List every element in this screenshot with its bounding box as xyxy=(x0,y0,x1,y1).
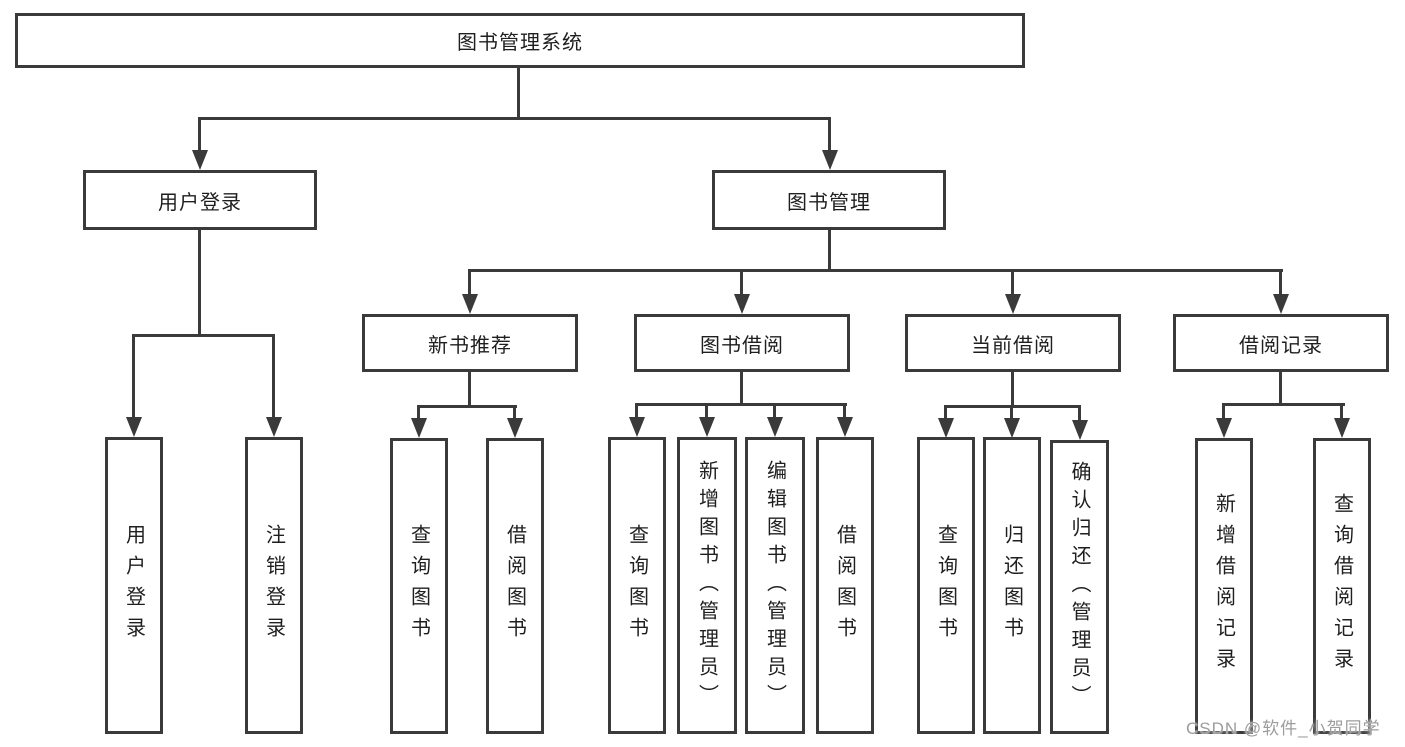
leaf-label: 注销登录 xyxy=(262,523,285,648)
connector-line xyxy=(198,117,831,120)
connector-line xyxy=(635,403,638,419)
arrow-down-icon xyxy=(767,417,783,437)
connector-line xyxy=(132,334,275,337)
leaf-user-login: 用户登录 xyxy=(105,437,163,734)
connector-line xyxy=(513,405,516,419)
leaf-label: 编辑图书（管理员） xyxy=(763,459,786,712)
leaf-label: 新增借阅记录 xyxy=(1212,493,1235,679)
leaf-label: 借阅图书 xyxy=(503,524,526,648)
connector-line xyxy=(1340,403,1343,419)
arrow-down-icon xyxy=(1216,418,1232,438)
leaf-label: 查询图书 xyxy=(625,523,648,648)
node-current-borrow: 当前借阅 xyxy=(905,314,1121,372)
leaf-label: 归还图书 xyxy=(1000,523,1023,648)
arrow-down-icon xyxy=(507,418,523,438)
connector-line xyxy=(843,403,846,419)
arrow-down-icon xyxy=(1005,294,1021,314)
leaf-label: 查询图书 xyxy=(407,524,430,648)
arrow-down-icon xyxy=(699,417,715,437)
leaf-label: 查询图书 xyxy=(934,523,957,648)
leaf-query-borrow-record: 查询借阅记录 xyxy=(1313,438,1371,734)
connector-line xyxy=(1078,405,1081,421)
leaf-logout: 注销登录 xyxy=(245,437,303,734)
arrow-down-icon xyxy=(192,150,208,170)
leaf-add-book-admin: 新增图书（管理员） xyxy=(677,437,737,734)
connector-line xyxy=(1010,405,1013,419)
node-book-borrow: 图书借阅 xyxy=(634,314,850,372)
connector-line xyxy=(272,334,275,419)
connector-line xyxy=(417,405,420,419)
connector-line xyxy=(132,334,135,419)
node-borrow-records: 借阅记录 xyxy=(1173,314,1389,372)
node-book-mgmt: 图书管理 xyxy=(712,170,946,230)
connector-line xyxy=(417,405,517,408)
leaf-add-borrow-record: 新增借阅记录 xyxy=(1195,438,1253,734)
arrow-down-icon xyxy=(1004,418,1020,438)
arrow-down-icon xyxy=(1273,294,1289,314)
connector-line xyxy=(1222,403,1225,419)
leaf-label: 确认归还（管理员） xyxy=(1068,461,1090,713)
leaf-label: 查询借阅记录 xyxy=(1330,493,1353,679)
connector-line xyxy=(773,403,776,419)
arrow-down-icon xyxy=(411,418,427,438)
connector-line xyxy=(1279,370,1282,405)
leaf-label: 用户登录 xyxy=(122,523,145,648)
node-new-book-recommend: 新书推荐 xyxy=(362,314,578,372)
leaf-query-books-1: 查询图书 xyxy=(390,438,448,734)
arrow-down-icon xyxy=(126,417,142,437)
connector-line xyxy=(1011,269,1014,295)
arrow-down-icon xyxy=(938,418,954,438)
arrow-down-icon xyxy=(1334,418,1350,438)
connector-line xyxy=(198,117,201,152)
arrow-down-icon xyxy=(837,417,853,437)
connector-line xyxy=(705,403,708,419)
arrow-down-icon xyxy=(1072,420,1088,440)
leaf-return-books: 归还图书 xyxy=(983,437,1041,734)
watermark: CSDN @软件_小贺同学 xyxy=(1186,719,1381,738)
connector-line xyxy=(740,370,743,405)
connector-line xyxy=(1222,403,1345,406)
connector-line xyxy=(517,66,520,120)
connector-line xyxy=(1011,370,1014,407)
connector-line xyxy=(635,403,847,406)
leaf-label: 借阅图书 xyxy=(833,523,856,648)
arrow-down-icon xyxy=(462,294,478,314)
node-root: 图书管理系统 xyxy=(15,13,1025,68)
leaf-borrow-books-1: 借阅图书 xyxy=(486,438,544,734)
arrow-down-icon xyxy=(266,417,282,437)
connector-line xyxy=(198,228,201,336)
arrow-down-icon xyxy=(629,417,645,437)
connector-line xyxy=(740,269,743,295)
leaf-query-books-3: 查询图书 xyxy=(917,437,975,734)
leaf-query-books-2: 查询图书 xyxy=(608,437,666,734)
connector-line xyxy=(468,370,471,407)
arrow-down-icon xyxy=(734,294,750,314)
leaf-label: 新增图书（管理员） xyxy=(695,459,718,712)
connector-line xyxy=(828,117,831,152)
connector-line xyxy=(1279,269,1282,295)
connector-line xyxy=(944,405,947,419)
arrow-down-icon xyxy=(822,150,838,170)
connector-line xyxy=(468,269,1283,272)
leaf-confirm-return-admin: 确认归还（管理员） xyxy=(1050,440,1109,734)
node-user-login: 用户登录 xyxy=(83,170,317,230)
leaf-edit-book-admin: 编辑图书（管理员） xyxy=(745,437,805,734)
leaf-borrow-books-2: 借阅图书 xyxy=(816,437,874,734)
connector-line xyxy=(468,269,471,295)
connector-line xyxy=(828,228,831,272)
